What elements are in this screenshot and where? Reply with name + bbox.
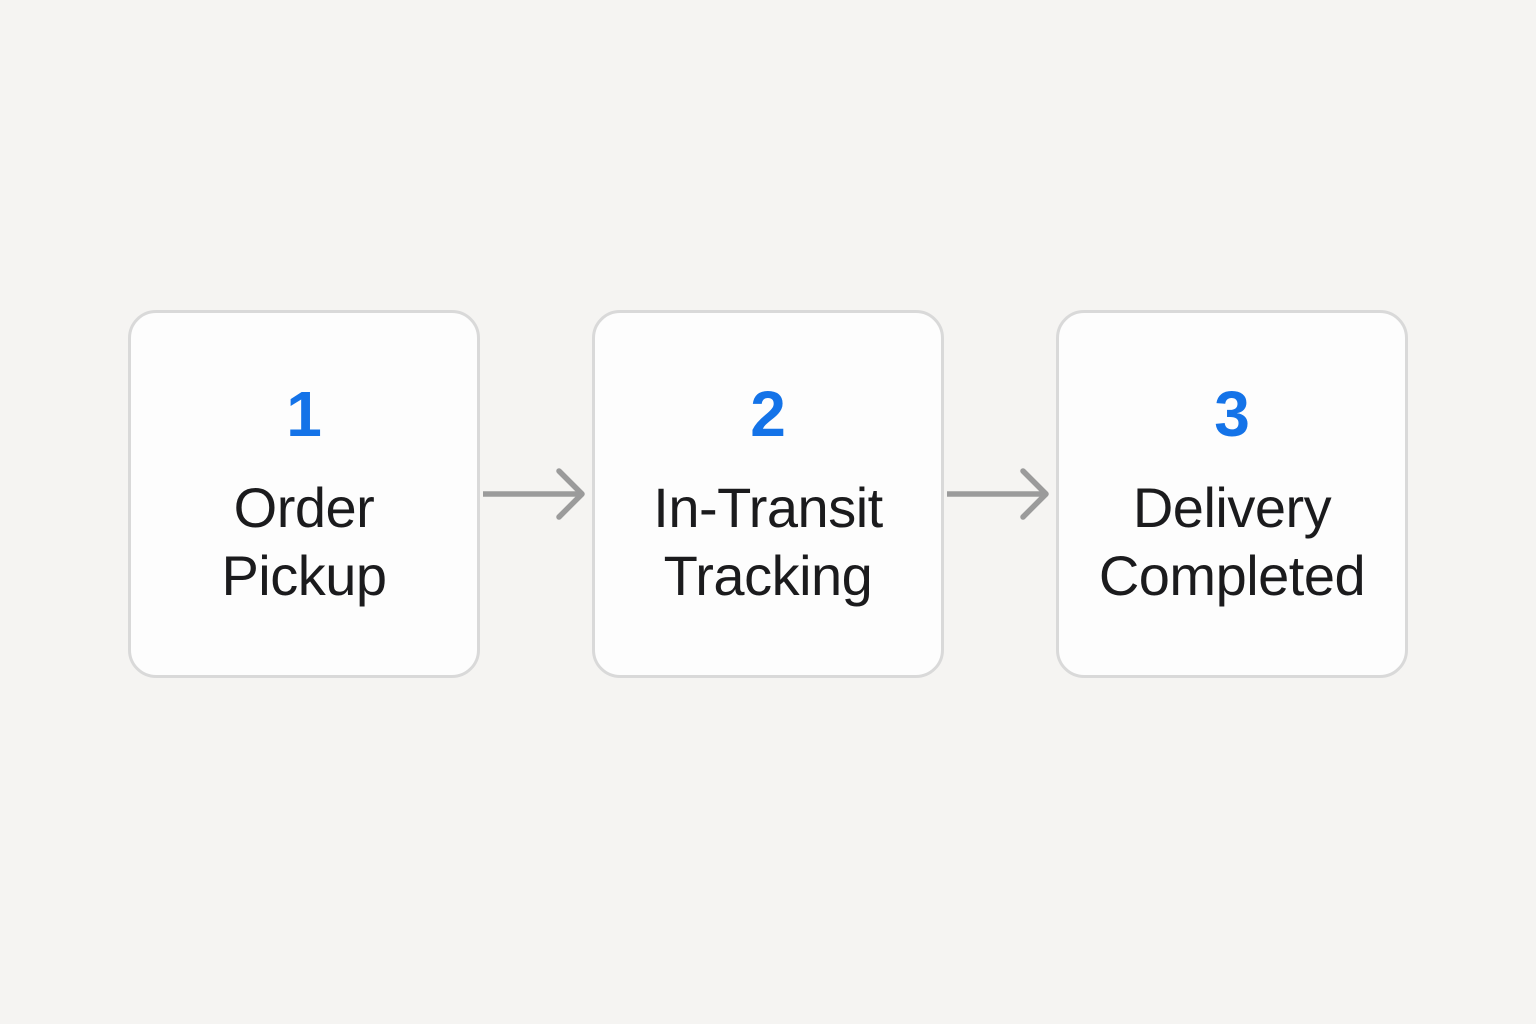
step-number: 3 — [1214, 378, 1250, 451]
step-card-in-transit-tracking: 2 In-Transit Tracking — [592, 310, 944, 678]
step-label-line: Order — [233, 475, 375, 539]
step-label-line: Pickup — [221, 543, 387, 607]
step-number: 1 — [286, 378, 322, 451]
step-label-line: In-Transit — [653, 475, 883, 539]
arrow-right-icon — [947, 468, 1049, 520]
step-card-order-pickup: 1 Order Pickup — [128, 310, 480, 678]
step-number: 2 — [750, 378, 786, 451]
step-label: In-Transit Tracking — [653, 474, 883, 610]
process-flow-diagram: 1 Order Pickup 2 In-Transit Tracking 3 D… — [128, 310, 1408, 678]
step-label: Order Pickup — [221, 474, 387, 610]
step-label-line: Tracking — [663, 543, 873, 607]
step-card-delivery-completed: 3 Delivery Completed — [1056, 310, 1408, 678]
arrow-right-icon — [483, 468, 585, 520]
step-label: Delivery Completed — [1098, 474, 1366, 610]
step-label-line: Completed — [1098, 543, 1366, 607]
step-label-line: Delivery — [1132, 475, 1332, 539]
